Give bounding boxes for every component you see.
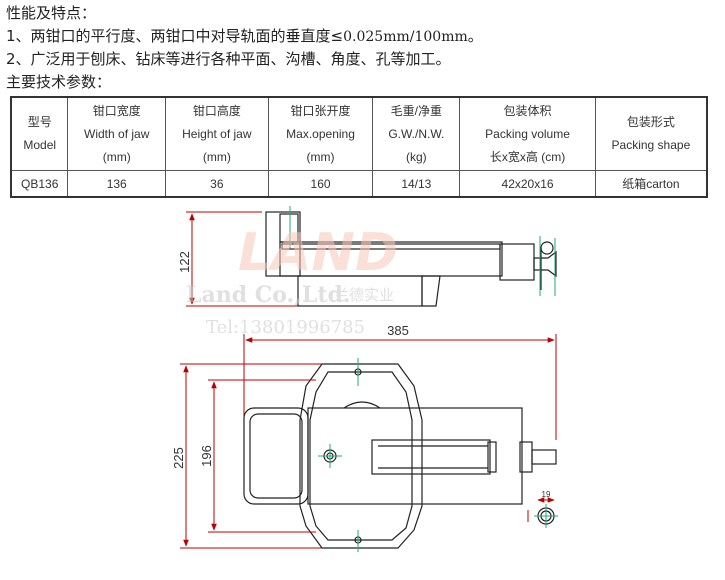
side-view-centerlines <box>289 206 556 296</box>
header-en: Packing shape <box>611 138 691 152</box>
dimension-width-outer <box>180 363 322 549</box>
cell-jaw-height: 36 <box>165 170 269 198</box>
header-unit: (mm) <box>202 149 231 164</box>
dim-height-label: 122 <box>177 251 192 273</box>
dimension-width-inner <box>208 379 316 533</box>
feature-item-1: 1、两钳口的平行度、两钳口中对导轨面的垂直度≤0.025mm/100mm。 <box>6 25 483 48</box>
header-en: G.W./N.W. <box>388 126 445 141</box>
watermark-tel: Tel:13801996785 <box>206 317 365 338</box>
dimension-height <box>186 211 298 307</box>
header-jaw-height: 钳口高度 Height of jaw (mm) <box>165 96 269 171</box>
base-flange <box>421 275 441 307</box>
screw-nut <box>487 441 497 473</box>
moving-jaw-block <box>499 243 535 281</box>
header-unit: (kg) <box>406 149 427 164</box>
dim-width-inner-label: 196 <box>199 445 214 467</box>
top-view-centerlines <box>318 358 558 552</box>
header-cn: 钳口高度 <box>192 103 241 118</box>
cell-model: QB136 <box>10 170 69 198</box>
watermark-cn: 兰德实业 <box>334 286 394 304</box>
header-en: Model <box>23 138 57 152</box>
header-max-opening: 钳口张开度 Max.opening (mm) <box>267 96 374 171</box>
feature-item-1-text: 1、两钳口的平行度、两钳口中对导轨面的垂直度≤ <box>6 27 344 45</box>
dimension-handle <box>527 497 555 522</box>
top-view <box>243 363 557 549</box>
fixed-jaw-top <box>243 407 309 505</box>
watermark-company: Land Co.,Ltd. <box>186 282 351 308</box>
spec-table: 型号 Model 钳口宽度 Width of jaw (mm) 钳口高度 Height … <box>10 96 708 198</box>
screw-shaft <box>531 449 557 465</box>
cell-packing-shape: 纸箱carton <box>594 170 708 198</box>
watermark-logo: LAND <box>238 223 398 283</box>
header-en: Packing volume <box>485 126 570 141</box>
header-packing-volume: 包装体积 Packing volume 长x宽x高 (cm) <box>459 96 596 171</box>
header-unit: 长x宽x高 (cm) <box>489 149 566 164</box>
header-cn: 钳口张开度 <box>290 103 351 118</box>
jaw-arc <box>343 401 381 409</box>
feature-item-2: 2、广泛用于刨床、钻床等进行各种平面、沟槽、角度、孔等加工。 <box>6 50 451 68</box>
cell-packing-volume: 42x20x16 <box>459 170 596 198</box>
feature-item-1-value: 0.025mm/100mm <box>343 29 468 45</box>
fixed-jaw-inner <box>249 413 303 499</box>
vise-technical-drawing: 122 LAND Land Co.,Ltd. 兰德实业 Tel:13801996… <box>171 206 558 552</box>
header-cn: 包装形式 <box>626 115 675 129</box>
header-model: 型号 Model <box>10 96 69 171</box>
table-row: QB136 136 36 160 14/13 42x20x16 纸箱carton <box>10 170 708 198</box>
dim-width-outer-label: 225 <box>171 447 186 469</box>
header-en: Height of jaw <box>182 126 252 141</box>
header-cn: 毛重/净重 <box>390 103 443 118</box>
screw-end <box>533 250 557 278</box>
feature-item-1-suffix: 。 <box>467 27 483 45</box>
table-header-row: 型号 Model 钳口宽度 Width of jaw (mm) 钳口高度 Height … <box>10 96 708 171</box>
header-weight: 毛重/净重 G.W./N.W. (kg) <box>372 96 461 171</box>
swivel-base-inner <box>309 371 413 541</box>
swivel-base-outline <box>299 363 423 549</box>
header-jaw-width: 钳口宽度 Width of jaw (mm) <box>67 96 167 171</box>
dimension-length <box>243 334 557 440</box>
cell-jaw-width: 136 <box>67 170 167 198</box>
side-view <box>265 211 557 307</box>
header-cn: 包装体积 <box>503 103 552 118</box>
features-heading: 性能及特点： <box>6 4 97 22</box>
header-unit: (mm) <box>306 149 335 164</box>
cell-weight: 14/13 <box>372 170 461 198</box>
dim-length-label: 385 <box>387 323 409 338</box>
header-en: Max.opening <box>286 126 355 141</box>
vise-body-top <box>307 407 523 505</box>
header-en: Width of jaw <box>84 126 150 141</box>
header-cn: 型号 <box>27 115 52 129</box>
dim-handle-label: 19 <box>542 490 551 499</box>
header-packing-shape: 包装形式 Packing shape <box>594 96 708 171</box>
cell-max-opening: 160 <box>267 170 374 198</box>
header-unit: (mm) <box>102 149 131 164</box>
params-heading: 主要技术参数： <box>6 73 112 91</box>
header-cn: 钳口宽度 <box>92 103 141 118</box>
handle-hub <box>540 241 554 255</box>
screw-channel <box>371 439 491 475</box>
watermark: LAND Land Co.,Ltd. 兰德实业 Tel:13801996785 <box>186 223 398 338</box>
